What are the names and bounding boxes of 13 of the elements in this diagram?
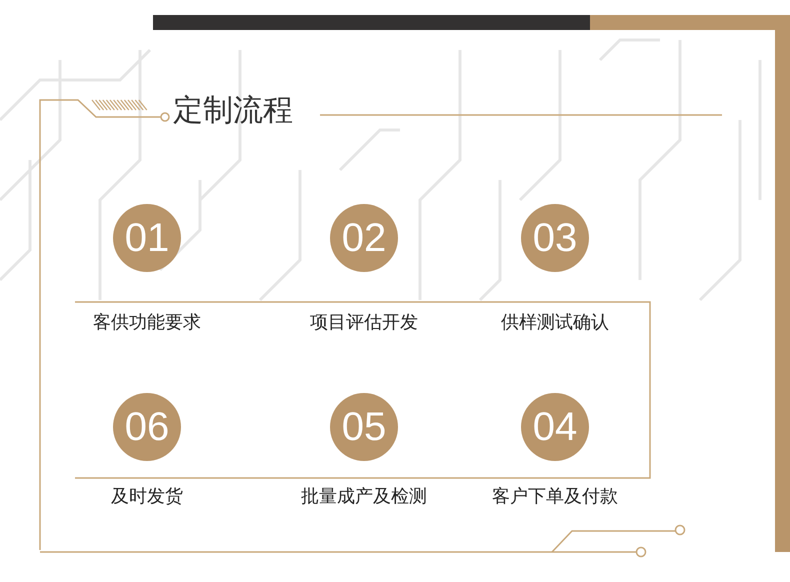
step-label: 客供功能要求 <box>93 311 201 334</box>
step-number-circle: 01 <box>113 204 181 272</box>
step-number-circle: 02 <box>330 204 398 272</box>
step-label: 客户下单及付款 <box>492 485 618 508</box>
step-number-circle: 05 <box>330 393 398 461</box>
step-number-circle: 04 <box>521 393 589 461</box>
step-label: 项目评估开发 <box>310 311 418 334</box>
step-number-circle: 03 <box>521 204 589 272</box>
step-label: 供样测试确认 <box>501 311 609 334</box>
step-label: 批量成产及检测 <box>301 485 427 508</box>
step-label: 及时发货 <box>111 485 183 508</box>
title: 定制流程 <box>173 92 293 130</box>
step-number-circle: 06 <box>113 393 181 461</box>
